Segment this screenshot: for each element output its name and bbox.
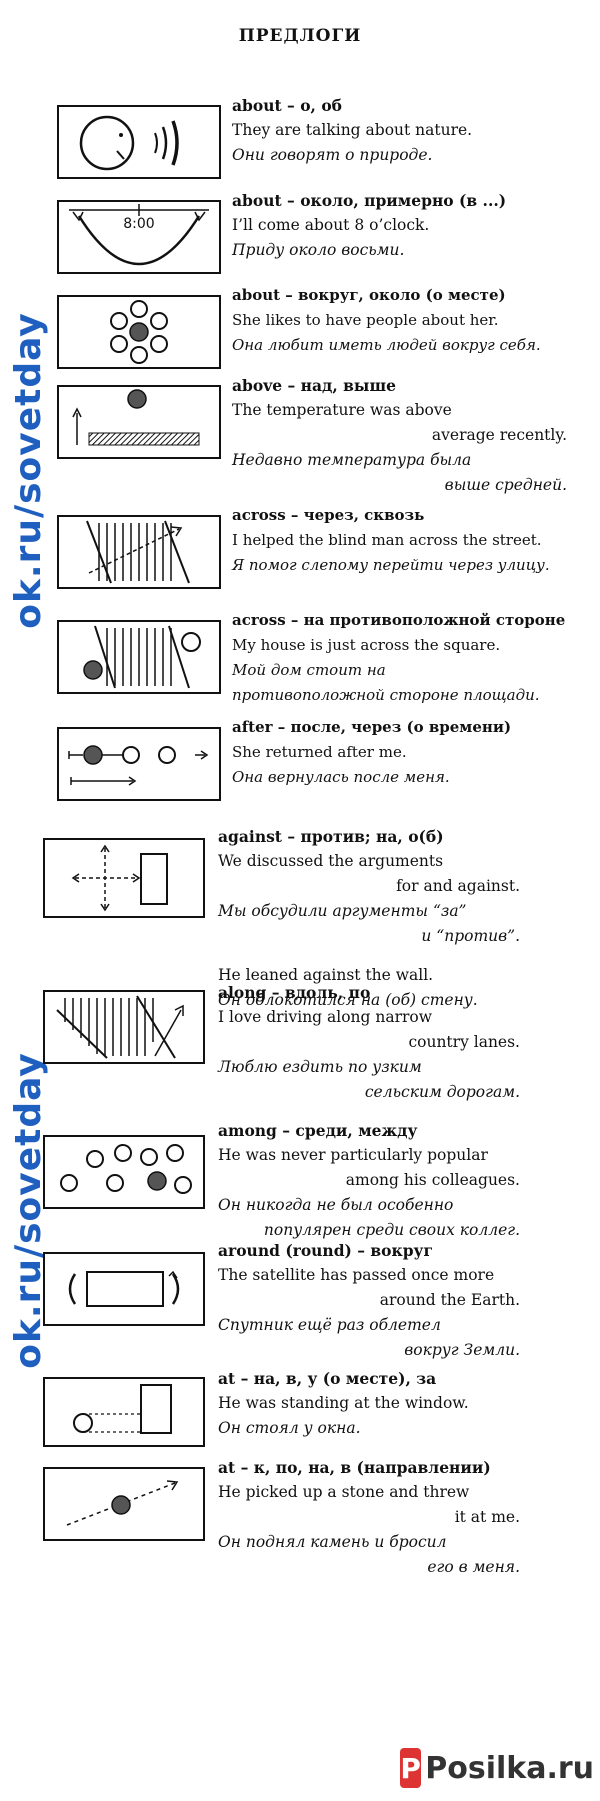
across-through-illustration <box>57 515 221 589</box>
about-time-illustration: 8:00 <box>57 200 221 274</box>
opposite-side-icon <box>83 625 201 689</box>
clock-arc-icon <box>69 204 209 266</box>
entry-translation: Спутник ещё раз облетел <box>218 1316 441 1334</box>
rectangle-around-icon <box>68 1270 180 1307</box>
entry-translation: Она вернулась после меня. <box>232 768 450 786</box>
entry-head: against – против; на, о(б) <box>218 827 444 846</box>
entry-head: at – к, по, на, в (направлении) <box>218 1458 491 1477</box>
entry-translation: Мой дом стоит на <box>232 661 386 679</box>
entry-example: I’ll come about 8 o’clock. <box>232 216 430 234</box>
along-illustration <box>43 990 205 1064</box>
entry-translation-cont: вокруг Земли. <box>404 1341 520 1359</box>
posilka-logo-mark: P <box>400 1748 422 1788</box>
entry-example: The temperature was above <box>232 401 452 419</box>
entry-head: across – через, сквозь <box>232 506 425 524</box>
entry-head: along – вдоль, по <box>218 983 371 1002</box>
scattered-circles-icon <box>60 1144 192 1194</box>
entry-translation: Я помог слепому перейти через улицу. <box>232 556 550 574</box>
along-road-icon <box>56 995 184 1059</box>
among-illustration <box>43 1135 205 1209</box>
entry-translation: Он стоял у окна. <box>218 1419 361 1437</box>
entry-example-cont: among his colleagues. <box>345 1171 520 1189</box>
entry-example: I love driving along narrow <box>218 1008 433 1026</box>
entry-translation-cont: и “против”. <box>421 927 520 945</box>
entry-translation: Приду около восьми. <box>232 241 405 259</box>
entry-translation-cont: выше средней. <box>444 476 567 494</box>
entry-translation-cont: противоположной стороне площади. <box>232 686 540 704</box>
entry-head: around (round) – вокруг <box>218 1241 433 1260</box>
about-talk-illustration <box>57 105 221 179</box>
entry-translation: Недавно температура была <box>232 451 472 469</box>
about-place-illustration <box>57 295 221 369</box>
across-opposite-illustration <box>57 620 221 694</box>
sequence-circles-icon <box>68 745 209 786</box>
entry-example: He picked up a stone and threw <box>218 1483 470 1501</box>
entry-example: She likes to have people about her. <box>232 311 499 329</box>
entry-head: about – о, об <box>232 96 342 115</box>
page-title: ПРЕДЛОГИ <box>238 26 362 46</box>
entry-translation: Люблю ездить по узким <box>218 1058 422 1076</box>
entry-translation: Он поднял камень и бросил <box>218 1533 447 1551</box>
entry-example: We discussed the arguments <box>218 852 444 870</box>
entry-translation: Мы обсудили аргументы “за” <box>218 902 467 920</box>
entry-head: across – на противоположной стороне <box>232 611 566 629</box>
entry-head: at – на, в, у (о месте), за <box>218 1369 437 1388</box>
after-illustration <box>57 727 221 801</box>
entry-head: among – среди, между <box>218 1121 418 1140</box>
entry-head: after – после, через (о времени) <box>232 718 512 736</box>
entry-example-cont: it at me. <box>454 1508 520 1526</box>
at-place-illustration <box>43 1377 205 1447</box>
clock-label: 8:00 <box>123 216 155 232</box>
entry-example: They are talking about nature. <box>232 121 473 139</box>
entry-example: I helped the blind man across the street… <box>232 531 542 549</box>
watermark-bottom: ok.ru/sovetday <box>6 1030 50 1390</box>
entry-head: about – вокруг, около (о месте) <box>232 286 506 304</box>
entry-translation-cont: популярен среди своих коллег. <box>263 1221 520 1239</box>
entry-translation: Они говорят о природе. <box>232 146 433 164</box>
entry-example: My house is just across the square. <box>232 636 501 654</box>
entry-translation-2: Он облокотился на (об) стену. <box>218 991 478 1009</box>
entry-example-cont: around the Earth. <box>379 1291 520 1309</box>
entry-example-cont: for and against. <box>396 877 520 895</box>
entry-example: She returned after me. <box>232 743 407 761</box>
watermark-text: ok.ru/sovetday <box>7 311 49 629</box>
entry-example: He was never particularly popular <box>218 1146 488 1164</box>
posilka-logo: P Posilka.ru <box>400 1735 600 1801</box>
entry-translation-cont: сельским дорогам. <box>364 1083 520 1101</box>
watermark-top: ok.ru/sovetday <box>6 290 50 650</box>
hatched-street-crossing-icon <box>86 520 190 584</box>
entry-head: about – около, примерно (в ...) <box>232 191 507 210</box>
entry-example-cont: country lanes. <box>408 1033 520 1051</box>
entry-translation: Он никогда не был особенно <box>218 1196 454 1214</box>
entry-translation-cont: его в меня. <box>427 1558 520 1576</box>
at-direction-illustration <box>43 1467 205 1541</box>
entry-example: The satellite has passed once more <box>218 1266 495 1284</box>
circles-around-icon <box>110 300 168 364</box>
throw-direction-icon <box>66 1480 179 1526</box>
entry-head: above – над, выше <box>232 376 396 395</box>
above-illustration <box>57 385 221 459</box>
arrows-against-wall-icon <box>71 844 168 912</box>
posilka-logo-text: Posilka.ru <box>425 1750 594 1786</box>
entry-example: He was standing at the window. <box>218 1394 469 1412</box>
entry-example-2: He leaned against the wall. <box>218 966 434 984</box>
ball-at-window-icon <box>73 1384 172 1434</box>
against-illustration <box>43 838 205 918</box>
ball-above-plank-icon <box>72 389 200 446</box>
head-and-sound-icon <box>79 115 179 171</box>
entry-translation: Она любит иметь людей вокруг себя. <box>232 336 541 354</box>
entry-example-cont: average recently. <box>431 426 567 444</box>
around-illustration <box>43 1252 205 1326</box>
